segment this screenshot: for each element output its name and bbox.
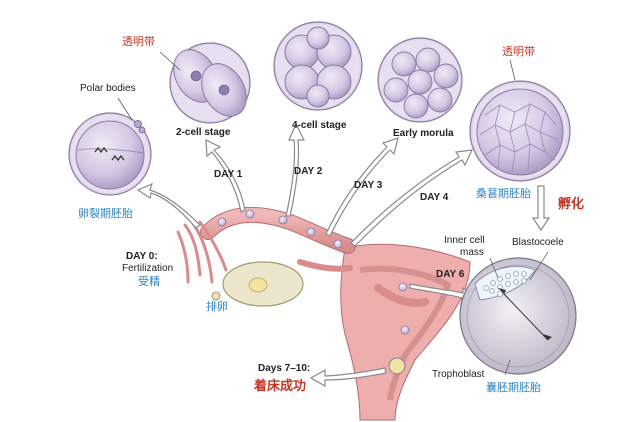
day4-label: DAY 4 (420, 192, 449, 203)
zygote-embryo (68, 97, 152, 196)
uterus-illustration (176, 206, 471, 421)
two-cell-embryo (159, 42, 251, 124)
blastocyst-embryo (459, 251, 577, 376)
cleavage-embryo-label: 卵裂期胚胎 (78, 207, 133, 220)
day2-label: DAY 2 (294, 166, 323, 177)
morula-embryo (469, 59, 571, 182)
zona-label-left: 透明带 (122, 35, 155, 48)
inner-cell-mass-label-1: Inner cell (444, 235, 485, 246)
fertilization-zh-label: 受精 (138, 275, 160, 288)
blastocoele-label: Blastocoele (512, 237, 564, 248)
day3-label: DAY 3 (354, 180, 383, 191)
ovulation-zh-label: 排卵 (206, 300, 228, 313)
four-cell-label: 4-cell stage (292, 120, 347, 131)
zona-label-right: 透明带 (502, 45, 535, 58)
early-morula-embryo (377, 37, 463, 123)
blastocyst-zh-label: 囊胚期胚胎 (486, 381, 541, 394)
morula-zh-label: 桑葚期胚胎 (476, 187, 531, 200)
implantation-zh-label: 着床成功 (254, 379, 307, 394)
trophoblast-label: Trophoblast (432, 369, 485, 380)
hatching-label: 孵化 (558, 197, 585, 212)
two-cell-label: 2-cell stage (176, 127, 231, 138)
days-7-10-label: Days 7–10: (258, 363, 311, 374)
polar-bodies-label: Polar bodies (80, 83, 136, 94)
four-cell-embryo (273, 21, 363, 111)
early-morula-label: Early morula (393, 128, 454, 139)
day0-label: DAY 0: (126, 251, 158, 262)
day6-label: DAY 6 (436, 269, 465, 280)
fertilization-label: Fertilization (122, 263, 174, 274)
inner-cell-mass-label-2: mass (460, 247, 484, 258)
day1-label: DAY 1 (214, 169, 243, 180)
